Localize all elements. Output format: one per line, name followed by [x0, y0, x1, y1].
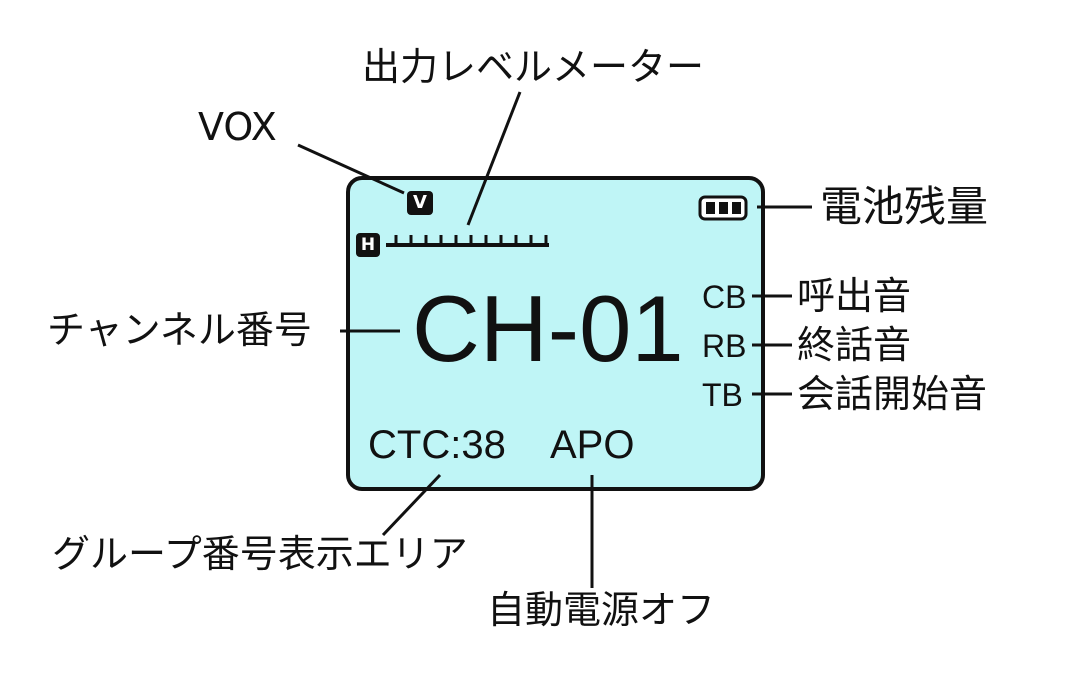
high-power-indicator: H	[356, 233, 380, 257]
callout-battery-level: 電池残量	[820, 182, 989, 231]
ctc-display: CTC:38	[368, 423, 506, 467]
callout-call-tone: 呼出音	[797, 274, 912, 318]
callout-channel-number: チャンネル番号	[47, 308, 312, 352]
lcd-screen	[346, 176, 765, 491]
callout-talk-start-tone: 会話開始音	[797, 372, 988, 416]
rb-indicator: RB	[702, 328, 747, 364]
callout-vox: VOX	[198, 105, 277, 149]
channel-display: CH-01	[412, 276, 684, 381]
cb-indicator: CB	[702, 279, 747, 315]
callout-auto-power-off: 自動電源オフ	[487, 588, 716, 632]
tb-indicator: TB	[702, 377, 743, 413]
output-level-meter	[386, 235, 549, 247]
battery-icon	[698, 195, 748, 221]
callout-end-tone: 終話音	[797, 323, 912, 367]
vox-indicator: V	[407, 191, 433, 215]
callout-output-level-meter: 出力レベルメーター	[362, 45, 705, 89]
apo-display: APO	[550, 423, 635, 467]
callout-group-number-area: グループ番号表示エリア	[52, 532, 468, 576]
